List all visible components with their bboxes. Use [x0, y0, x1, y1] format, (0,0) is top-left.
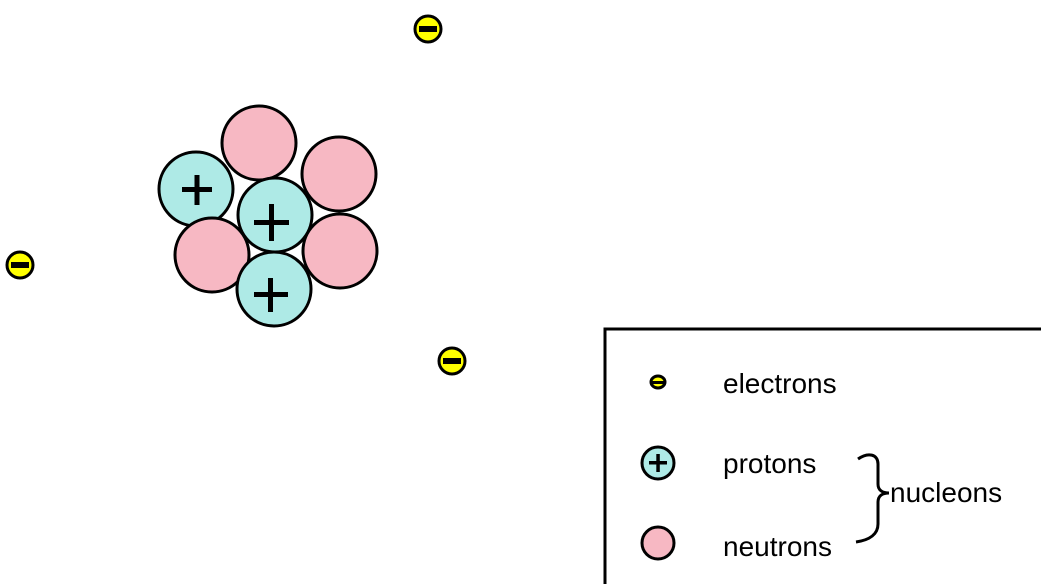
neutron-bottom-left [173, 216, 251, 294]
electron-right [437, 346, 467, 376]
legend-border [603, 327, 1041, 584]
legend-electron-icon [649, 374, 667, 390]
legend-protons-label: protons [723, 448, 816, 479]
legend-neutron-icon [640, 525, 676, 561]
legend-neutrons-label: neutrons [723, 531, 832, 562]
neutron-top-right [300, 135, 378, 213]
nucleus [157, 104, 379, 328]
neutron-top [220, 104, 298, 182]
electron-top [413, 14, 443, 44]
electron-left [5, 250, 35, 280]
legend: electrons protons neutrons nucleons [603, 327, 1041, 584]
neutron-bottom-right [301, 212, 379, 290]
legend-proton-icon [640, 445, 676, 481]
nucleons-brace [855, 453, 890, 544]
legend-nucleons-label: nucleons [890, 477, 1002, 508]
proton-bottom [235, 250, 313, 328]
proton-left [157, 150, 235, 228]
legend-electrons-label: electrons [723, 368, 837, 399]
proton-center [236, 176, 314, 254]
